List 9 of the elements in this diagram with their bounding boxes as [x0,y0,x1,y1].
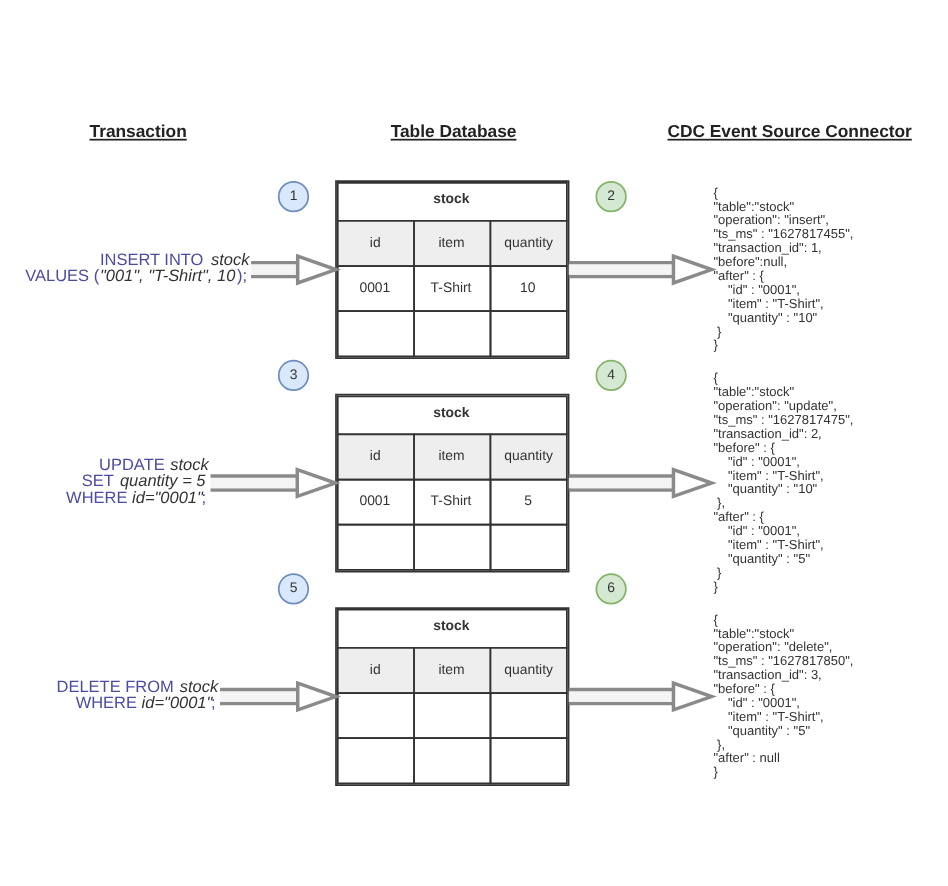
label: Table Database [390,119,517,140]
arrow [220,679,342,712]
arrow [568,252,717,285]
label: CDC Event Source Connector [667,119,912,140]
arrow [251,252,342,285]
label: Transaction [89,119,187,140]
arrow [210,466,341,498]
arrow [568,466,717,498]
arrow [568,679,717,712]
